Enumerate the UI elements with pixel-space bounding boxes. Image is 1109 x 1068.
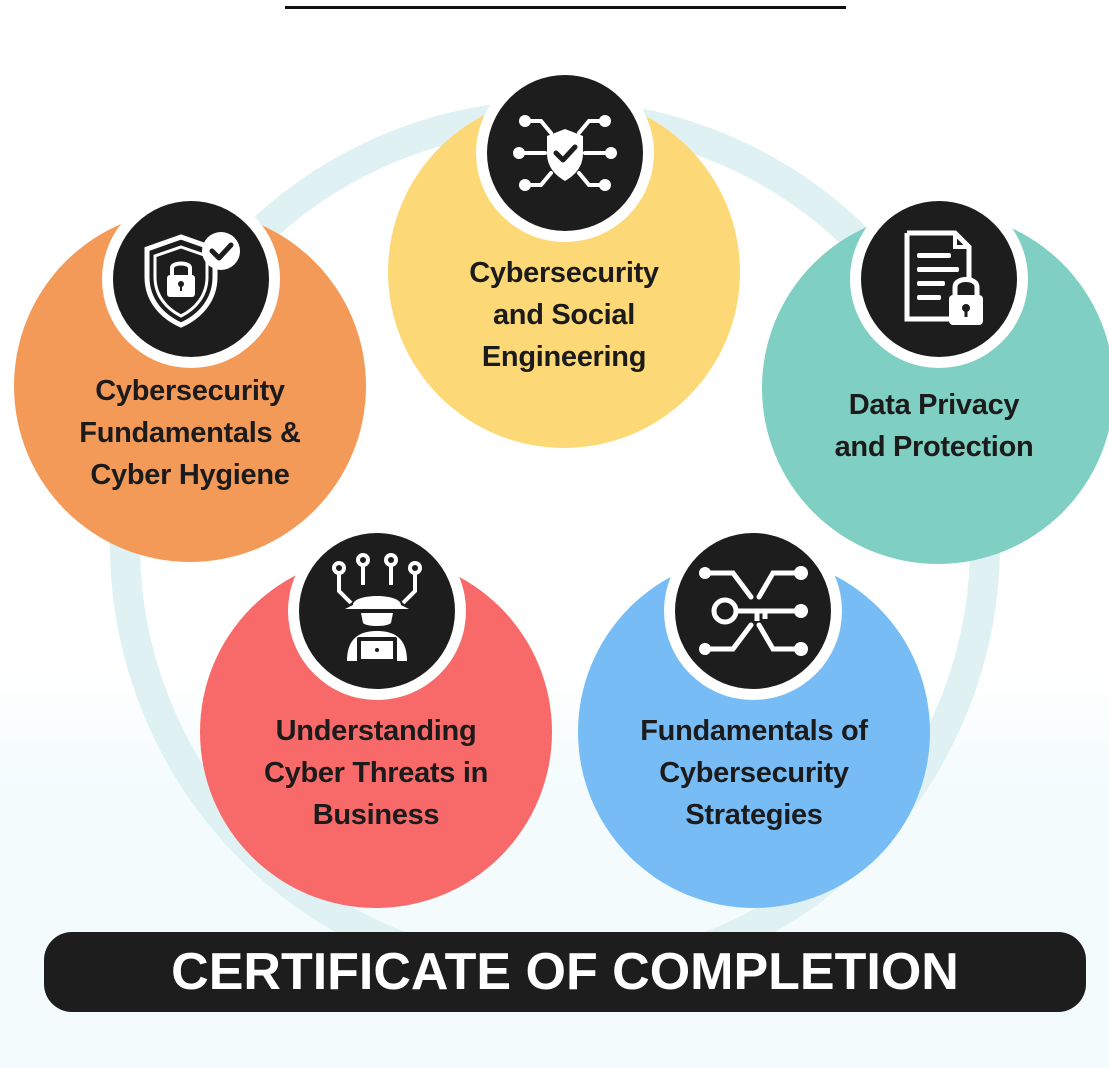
topic-label-line: Cyber Hygiene [90,459,290,491]
topic-label-line: Business [312,799,440,831]
icon-badge-4 [288,522,466,700]
topic-label-line: Data Privacy [848,389,1020,421]
topic-label-line: Cyber Threats in [263,757,489,789]
topic-label-line: and Protection [834,431,1034,463]
topic-label-line: Cybersecurity [95,375,285,407]
topic-label-line: Cybersecurity [469,257,659,289]
icon-badge-2 [476,64,654,242]
topic-label-line: Strategies [685,799,823,831]
topic-label-line: and Social [492,299,636,331]
shield-circuit-icon [513,115,617,191]
icon-badge-5 [664,522,842,700]
icon-badge-3 [850,190,1028,368]
topic-label-line: Cybersecurity [659,757,849,789]
topic-label-line: Engineering [481,341,647,373]
topic-label-line: Understanding [275,715,477,747]
document-lock-icon [904,230,983,325]
certificate-title: CERTIFICATE OF COMPLETION [171,943,959,1001]
hacker-laptop-icon [332,553,422,663]
key-circuit-icon [699,566,808,656]
certificate-banner: CERTIFICATE OF COMPLETION [44,932,1086,1012]
top-rule [285,6,846,9]
shield-lock-check-icon [144,232,240,328]
icon-badge-1 [102,190,280,368]
topic-label-line: Fundamentals & [79,417,301,449]
topic-label-line: Fundamentals of [640,715,868,747]
